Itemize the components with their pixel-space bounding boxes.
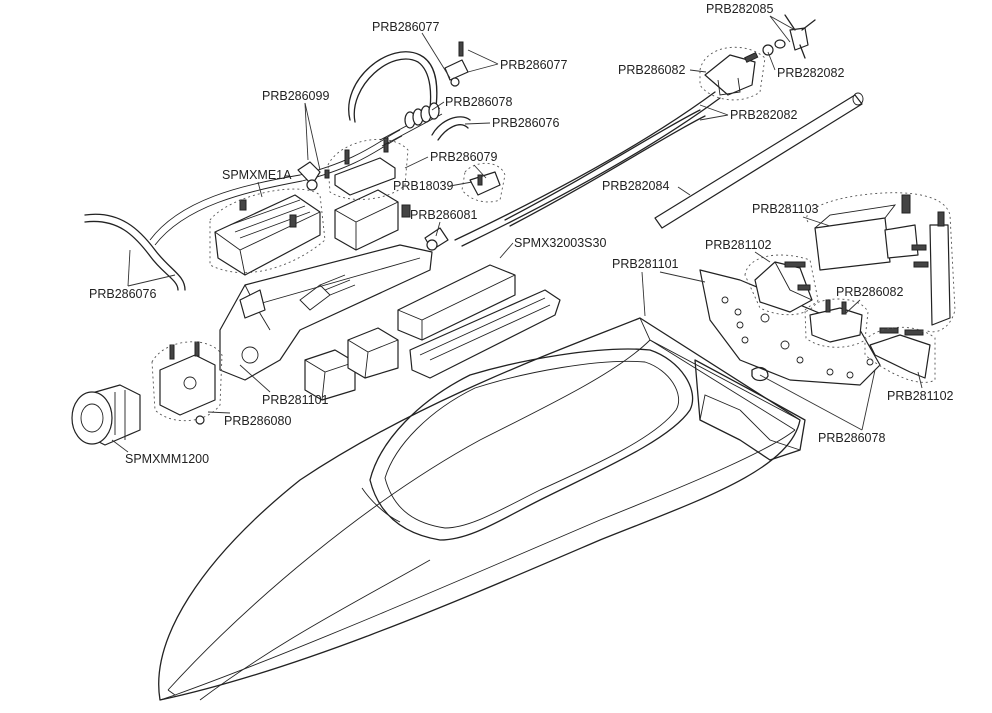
prop-assembly <box>699 14 816 101</box>
label-prb286082-top: PRB286082 <box>618 63 685 77</box>
label-prb286076-top: PRB286076 <box>492 116 559 130</box>
label-prb286078-bottom: PRB286078 <box>818 431 885 445</box>
foam-block-b <box>347 327 399 379</box>
motor-mount-tray <box>219 244 433 381</box>
label-prb281102-right: PRB281102 <box>887 389 954 403</box>
motor-mount-block <box>151 341 223 425</box>
label-spmx32003s30: SPMX32003S30 <box>514 236 606 250</box>
esc-unit <box>209 188 326 276</box>
label-prb281101-left: PRB281101 <box>262 393 329 407</box>
servo-arm <box>461 162 506 203</box>
label-prb286077-right: PRB286077 <box>500 58 567 72</box>
hull <box>158 317 806 701</box>
label-prb286080: PRB286080 <box>224 414 291 428</box>
label-prb286076-left: PRB286076 <box>89 287 156 301</box>
label-prb286099: PRB286099 <box>262 89 329 103</box>
cooling-line-long <box>149 129 403 246</box>
transom-plate <box>699 269 881 386</box>
trim-tab-left <box>744 254 819 316</box>
label-spmxme1a: SPMXME1A <box>222 168 292 182</box>
battery-pack <box>397 264 516 341</box>
battery-tray <box>409 289 561 379</box>
rudder-link-fittings <box>297 161 330 191</box>
trim-tab-right <box>864 326 936 383</box>
label-prb281102-left: PRB281102 <box>705 238 772 252</box>
label-prb282082-mid: PRB282082 <box>730 108 797 122</box>
top-fittings <box>444 41 469 87</box>
label-prb281101-hull: PRB281101 <box>612 257 679 271</box>
label-prb282085: PRB282085 <box>706 2 773 16</box>
label-prb282082-top: PRB282082 <box>777 66 844 80</box>
cooling-tube-left <box>84 213 186 291</box>
label-prb286077-top: PRB286077 <box>372 20 439 34</box>
label-prb286082-mid: PRB286082 <box>836 285 903 299</box>
foam-block-a <box>304 349 356 401</box>
cooling-tube-curve <box>431 116 471 141</box>
label-prb286081: PRB286081 <box>410 208 477 222</box>
leader-lines <box>111 15 923 453</box>
flex-shaft-rod <box>654 92 864 229</box>
rudder-assembly <box>806 192 956 333</box>
motor-can <box>71 384 141 446</box>
receiver-box <box>334 189 411 251</box>
drive-shaft <box>454 91 721 247</box>
cooling-tube-top <box>348 51 438 123</box>
bracket-small <box>804 298 869 348</box>
label-spmxmm1200: SPMXMM1200 <box>125 452 209 466</box>
water-pickup <box>424 227 449 251</box>
label-prb286078-top: PRB286078 <box>445 95 512 109</box>
part-labels: PRB286077 PRB286077 PRB282085 PRB286082 … <box>89 2 954 466</box>
label-prb281103: PRB281103 <box>752 202 819 216</box>
label-prb286079: PRB286079 <box>430 150 497 164</box>
label-prb282084: PRB282084 <box>602 179 669 193</box>
label-prb18039: PRB18039 <box>393 179 454 193</box>
